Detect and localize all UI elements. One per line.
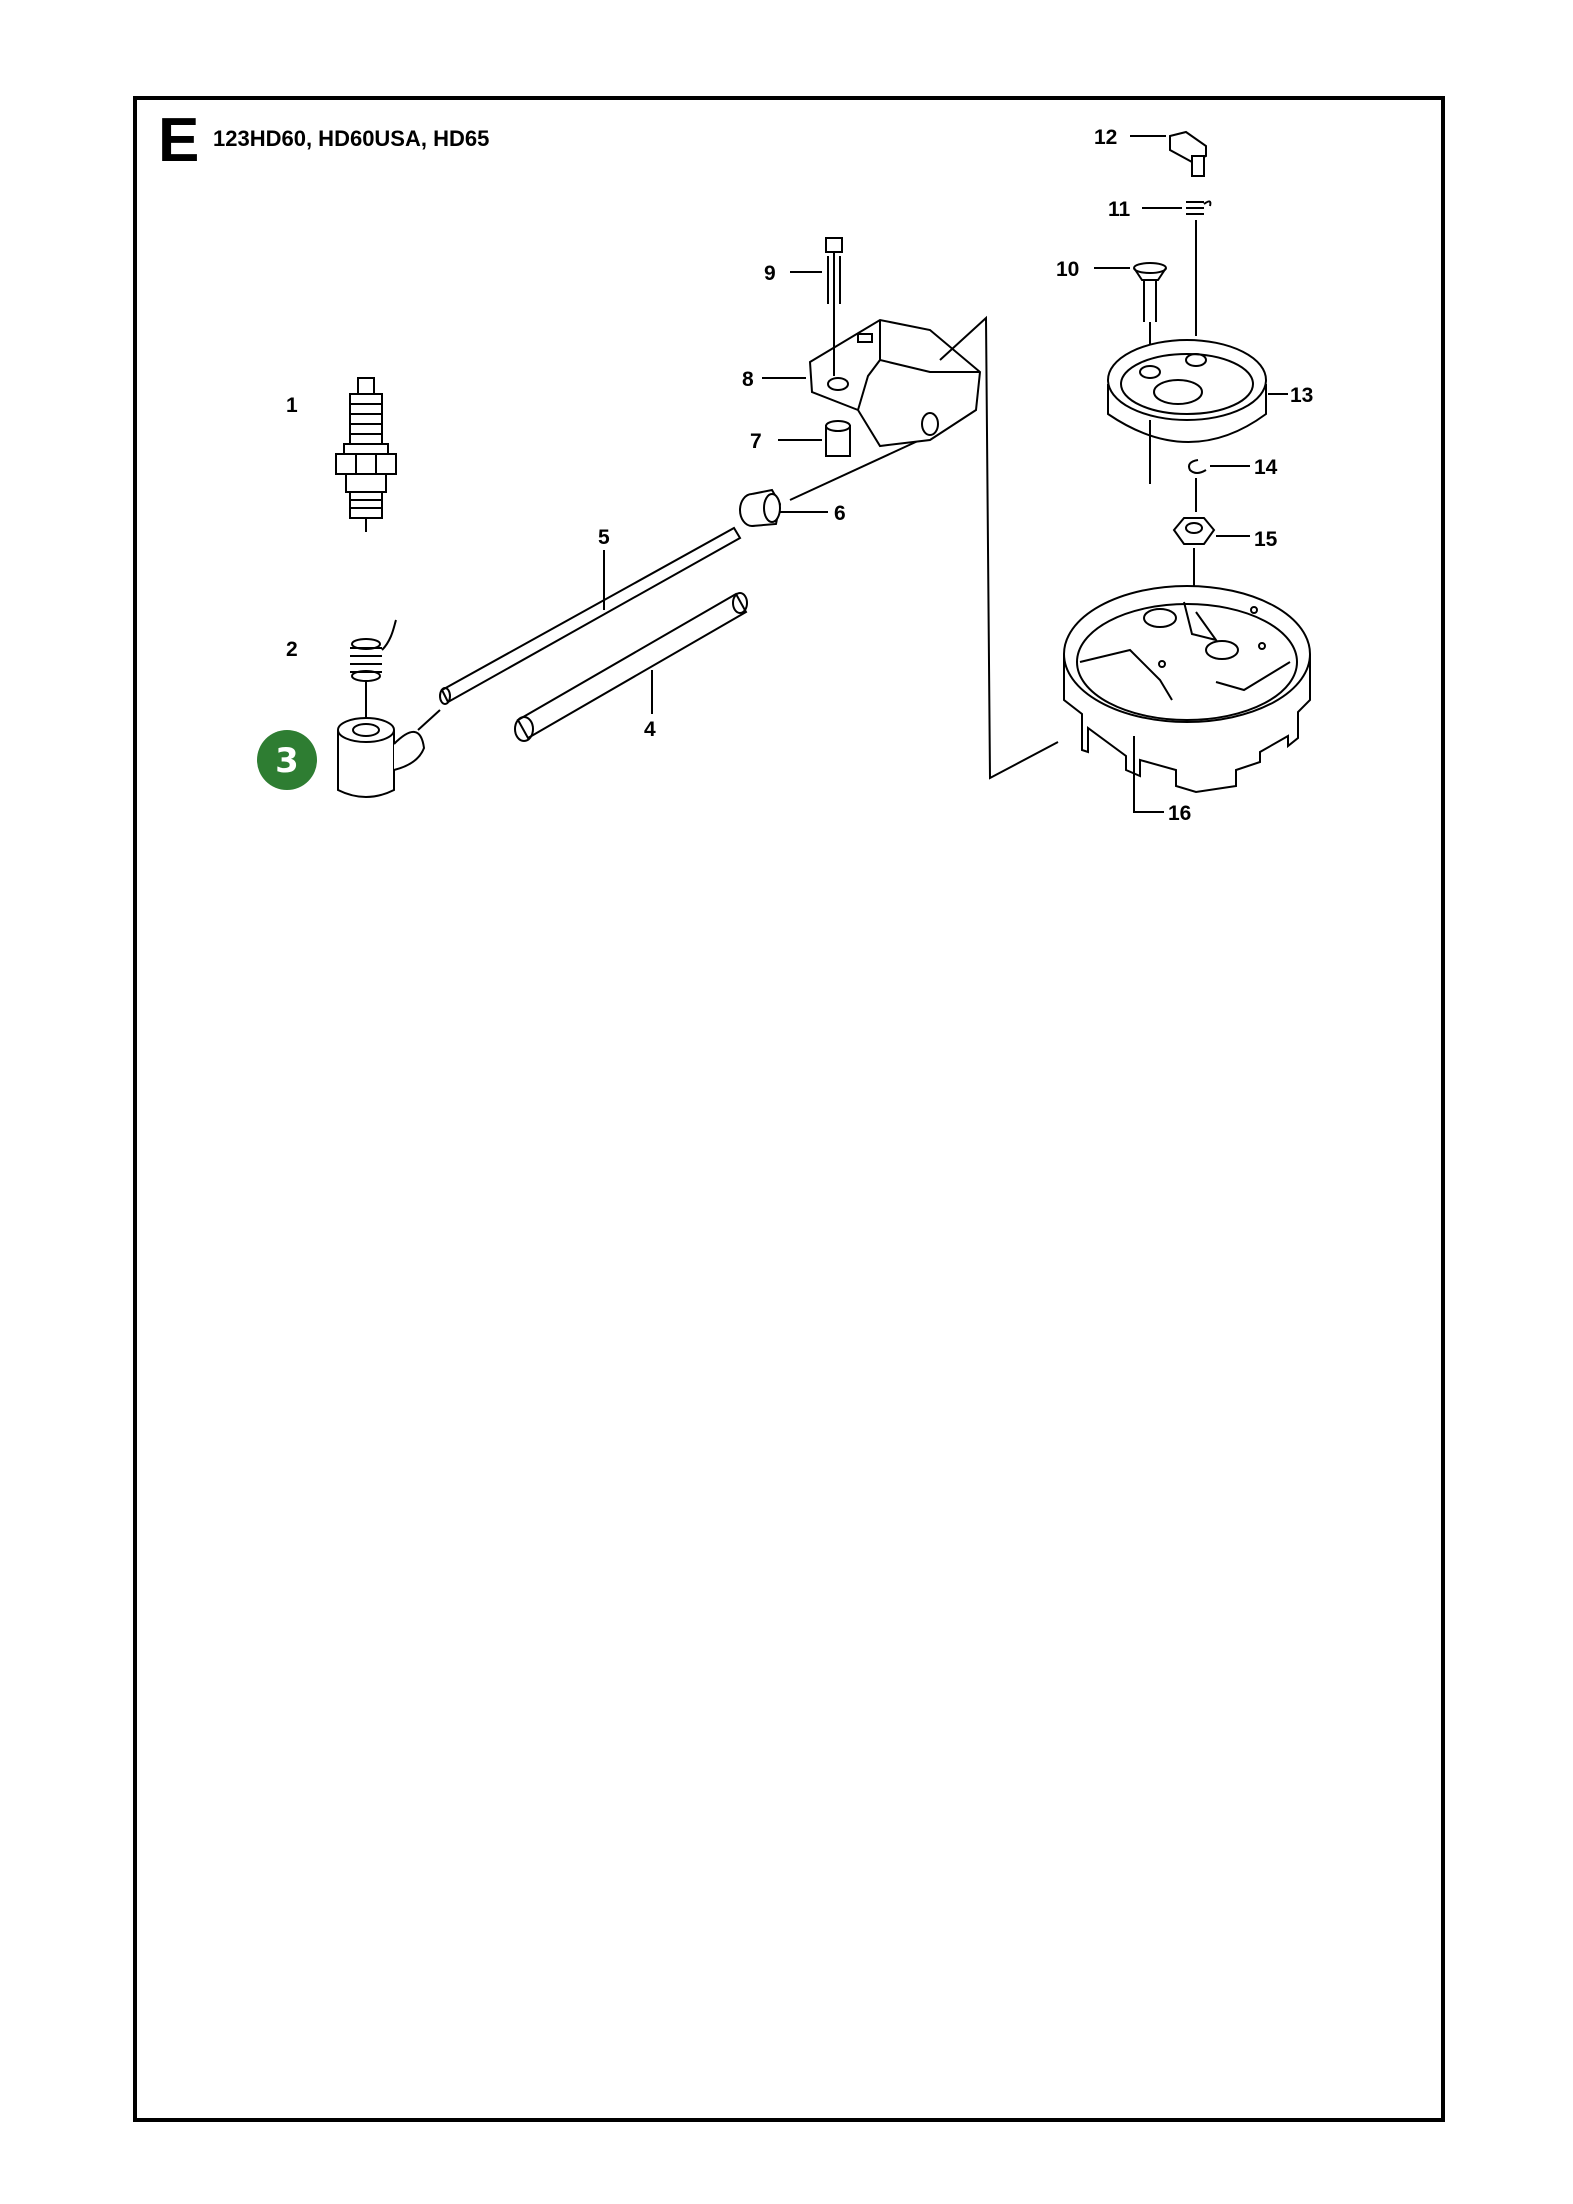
section-letter: E: [158, 106, 200, 175]
screw-drawing: [790, 237, 843, 376]
diagram-frame: [133, 96, 1445, 2122]
highlight-badge-part-3[interactable]: 3: [257, 730, 317, 790]
label-part-15: 15: [1254, 528, 1278, 551]
label-part-13: 13: [1290, 384, 1313, 407]
label-part-5: 5: [598, 526, 610, 549]
hose-drawing: [514, 592, 748, 742]
label-part-2: 2: [286, 638, 298, 661]
pawl-drawing: [1130, 130, 1207, 177]
flywheel-drawing: [1063, 585, 1311, 813]
model-list: 123HD60, HD60USA, HD65: [213, 126, 490, 151]
label-part-6: 6: [834, 502, 846, 525]
ignition-module-drawing: [762, 318, 982, 448]
circlip-drawing: [1188, 459, 1250, 512]
label-part-3: 3: [275, 741, 299, 781]
label-part-10: 10: [1056, 258, 1079, 281]
spacer-drawing: [778, 420, 851, 457]
nut-drawing: [1172, 517, 1250, 640]
label-part-12: 12: [1094, 126, 1117, 149]
label-part-1: 1: [286, 394, 298, 417]
label-part-14: 14: [1254, 456, 1278, 479]
part-labels: 1 2 4 5 6 7 8 9 10 11 12 13 14 15 16: [286, 126, 1313, 825]
starter-pulley-drawing: [1107, 339, 1288, 484]
spring-drawing: [350, 619, 397, 718]
label-part-16: 16: [1168, 802, 1191, 825]
spring-small-drawing: [1142, 200, 1212, 336]
label-part-9: 9: [764, 262, 776, 285]
label-part-11: 11: [1108, 198, 1131, 221]
spark-plug-cap-drawing: [337, 709, 441, 798]
countersunk-screw-drawing: [1094, 262, 1167, 356]
label-part-8: 8: [742, 368, 754, 391]
ignition-lead-drawing: [439, 526, 742, 705]
grommet-drawing: [739, 439, 921, 527]
label-part-4: 4: [644, 718, 656, 741]
label-part-7: 7: [750, 430, 762, 453]
spark-plug-drawing: [335, 377, 397, 532]
